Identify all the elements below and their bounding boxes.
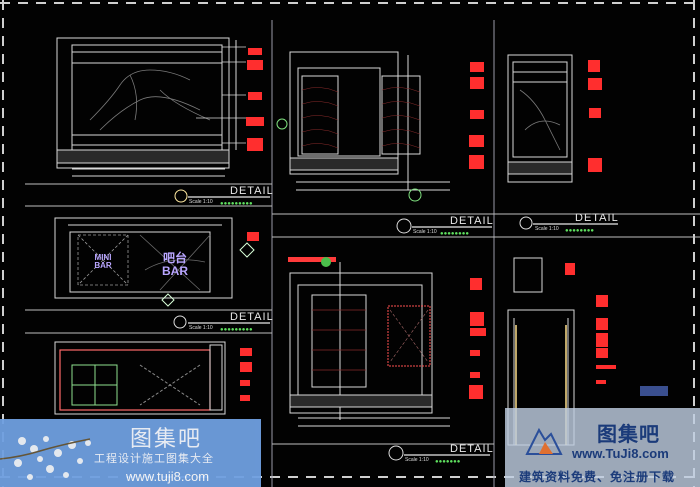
plum-blossom-icon	[0, 436, 91, 480]
detail-scale-2: Scale 1:10	[189, 325, 213, 331]
bar-cn-label: 吧台	[162, 251, 187, 265]
detail-scale-4: Scale 1:10	[535, 226, 559, 232]
detail-note-1: ●●●●●●●●●	[220, 201, 253, 207]
watermark-left: 图集吧 工程设计施工图集大全 www.tuji8.com	[0, 419, 261, 487]
detail-label-5: DETAIL	[450, 443, 494, 455]
watermark-right-title: 图集吧	[597, 424, 660, 446]
watermark-left-subtitle: 工程设计施工图集大全	[94, 452, 214, 465]
mini-bar-line1: MINI	[94, 253, 112, 262]
detail-label-3: DETAIL	[450, 215, 494, 227]
watermark-right-url[interactable]: www.TuJi8.com	[572, 446, 669, 461]
detail-scale-5: Scale 1:10	[405, 457, 429, 463]
detail-label-2: DETAIL	[230, 311, 274, 323]
bar-tag: 吧台 BAR	[158, 252, 192, 277]
mini-bar-tag: MINI BAR	[88, 253, 118, 271]
watermark-left-url[interactable]: www.tuji8.com	[126, 469, 210, 484]
watermark-left-title: 图集吧	[130, 427, 203, 452]
tuji8-logo-icon	[525, 427, 563, 455]
detail-scale-3: Scale 1:10	[413, 229, 437, 235]
detail-note-4: ●●●●●●●●	[565, 228, 594, 234]
detail-note-3: ●●●●●●●●	[440, 231, 469, 237]
detail-scale-1: Scale 1:10	[189, 199, 213, 205]
detail-note-2: ●●●●●●●●●	[220, 327, 253, 333]
watermark-right-slogan: 建筑资料免费、免注册下载	[519, 470, 676, 484]
detail-note-5: ●●●●●●●	[435, 459, 461, 465]
detail-label-4: DETAIL	[575, 212, 619, 224]
detail-label-1: DETAIL	[230, 185, 274, 197]
mini-bar-line2: BAR	[94, 261, 112, 271]
watermark-right: 图集吧 www.TuJi8.com 建筑资料免费、免注册下载	[505, 408, 700, 487]
bar-en-label: BAR	[162, 263, 188, 278]
